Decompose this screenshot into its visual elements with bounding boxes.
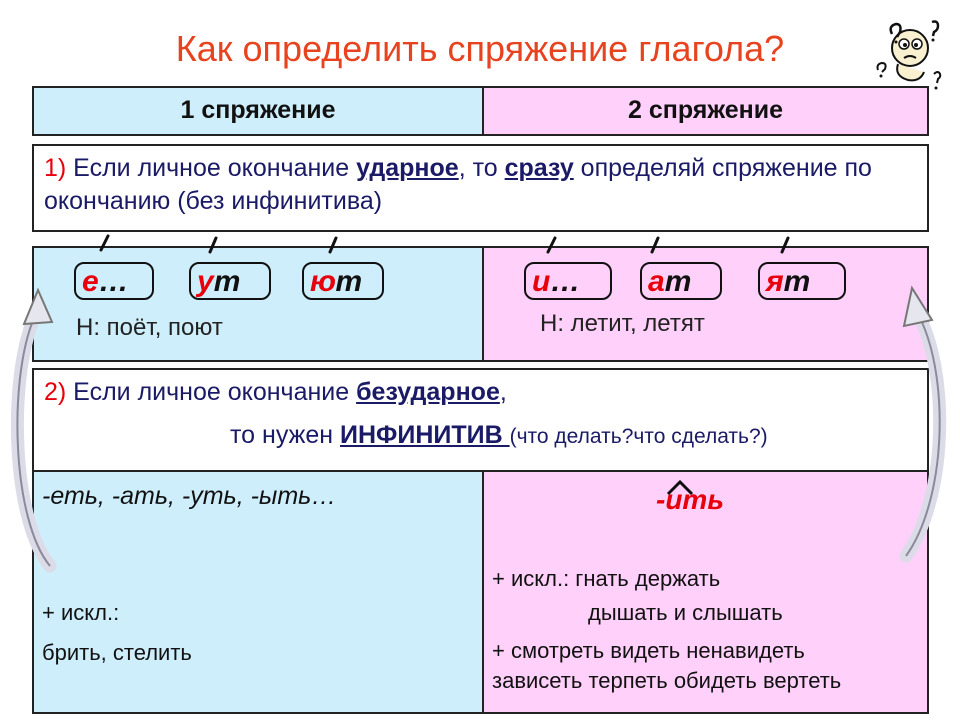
page-title: Как определить спряжение глагола? [175,28,785,69]
exceptions-line-2: дышать и слышать [588,600,783,625]
ending-at: ат [640,262,722,300]
stressed-cell-2: и… ат ят Н: летит, летят [484,248,927,360]
rule-2-box: 2) Если личное окончание безударное, то … [32,368,929,472]
exceptions-line-1: + искл.: гнать держать [492,566,721,591]
ending-i: и… [524,262,612,300]
suffix-it: -ить [656,484,724,515]
rule-2-question: (что делать?что сделать?) [509,425,768,448]
rule-2-number: 2) [44,378,67,406]
ending-yat: ят [758,262,846,300]
header-conjugation-2: 2 спряжение [484,88,927,134]
thinking-person-icon [876,20,942,90]
rule-1-box: 1) Если личное окончание ударное, то сра… [32,144,929,232]
unstressed-table: -еть, -ать, -уть, -ыть… + искл.: брить, … [32,470,929,714]
stressed-example-2: Н: летит, летят [540,310,705,337]
unstressed-cell-2: -ить + искл.: гнать держать дышать и слы… [484,472,927,712]
rule-1-immediately: сразу [504,154,574,182]
ending-ut: ут [189,262,271,300]
rule-1-stressed: ударное [356,154,459,182]
rule-1-number: 1) [44,154,67,182]
rule-2-unstressed: безударное [356,378,500,406]
rule-1-text-b: , то [458,154,505,182]
rule-2-infinitive: ИНФИНИТИВ [340,421,510,449]
suffixes-conjugation-1: -еть, -ать, -уть, -ыть… [42,482,337,510]
rule-2-text-b: , [499,378,507,406]
rule-1-text-c: определяй спряжение по окончанию (без ин… [44,154,872,215]
ending-yut: ют [302,262,384,300]
header-conjugation-1: 1 спряжение [34,88,484,134]
stressed-cell-1: е… ут ют Н: поёт, поют [34,248,484,360]
exceptions-line-4: зависеть терпеть обидеть вертеть [492,668,842,693]
conjugation-header: 1 спряжение 2 спряжение [32,86,929,136]
exceptions-words-1: брить, стелить [42,640,192,665]
stressed-example-1: Н: поёт, поют [76,314,223,341]
unstressed-cell-1: -еть, -ать, -уть, -ыть… + искл.: брить, … [34,472,484,712]
rule-1-text-a: Если личное окончание [66,154,357,182]
exceptions-line-3: + смотреть видеть ненавидеть [492,638,805,663]
ending-e: е… [74,262,154,300]
rule-2-text-c: то нужен [230,421,340,449]
exceptions-label-1: + искл.: [42,600,120,625]
stressed-endings-table: е… ут ют Н: поёт, поют и… ат ят Н: летит… [32,246,929,362]
rule-2-text-a: Если личное окончание [66,378,357,406]
